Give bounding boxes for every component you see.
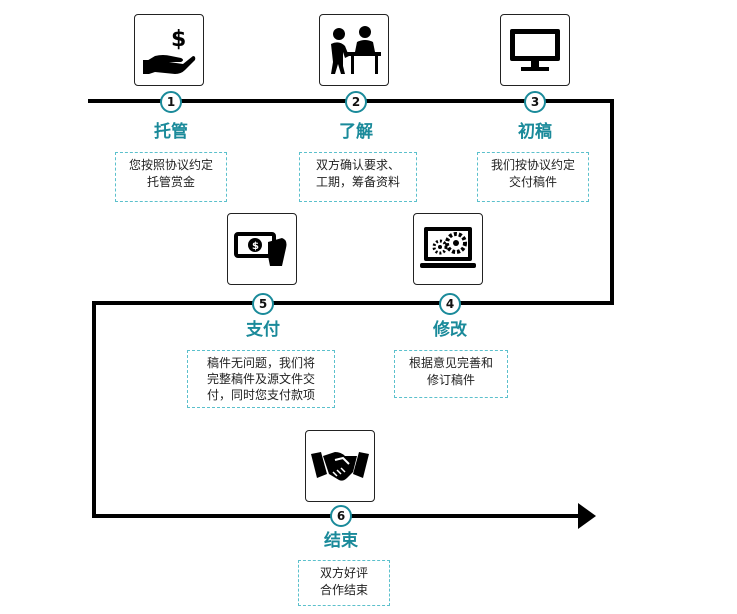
step-4-desc-line: 根据意见完善和 bbox=[408, 356, 493, 370]
step-5-desc-line: 完整稿件及源文件交 bbox=[206, 372, 315, 386]
step-1-icon-box: $ bbox=[134, 14, 204, 86]
step-6-desc-line: 合作结束 bbox=[319, 583, 368, 597]
step-3-desc-line: 交付稿件 bbox=[508, 175, 557, 189]
step-4-badge: 4 bbox=[439, 293, 461, 315]
arrow-head-icon bbox=[578, 503, 596, 529]
monitor-icon bbox=[510, 29, 560, 71]
step-3-description: 我们按协议约定 交付稿件 bbox=[477, 152, 589, 202]
step-1-desc-line: 您按照协议约定 bbox=[128, 158, 213, 172]
step-6-icon-box bbox=[305, 430, 375, 502]
laptop-gears-icon bbox=[420, 227, 476, 268]
step-4-title: 修改 bbox=[433, 320, 467, 340]
meeting-icon bbox=[331, 26, 381, 74]
step-5-title: 支付 bbox=[246, 320, 280, 340]
step-3-badge: 3 bbox=[524, 91, 546, 113]
step-5-icon-box: $ bbox=[227, 213, 297, 285]
step-3-title: 初稿 bbox=[518, 122, 552, 142]
step-6-badge: 6 bbox=[330, 505, 352, 527]
step-2-description: 双方确认要求、 工期，筹备资料 bbox=[299, 152, 417, 202]
step-6-description: 双方好评 合作结束 bbox=[298, 560, 390, 606]
step-4-desc-line: 修订稿件 bbox=[426, 373, 475, 387]
step-1-description: 您按照协议约定 托管赏金 bbox=[115, 152, 227, 202]
payment-card-icon: $ bbox=[234, 232, 287, 266]
step-5-description: 稿件无问题，我们将 完整稿件及源文件交 付，同时您支付款项 bbox=[187, 350, 335, 408]
step-6-title: 结束 bbox=[324, 531, 358, 551]
step-2-badge: 2 bbox=[345, 91, 367, 113]
step-4-description: 根据意见完善和 修订稿件 bbox=[394, 350, 508, 398]
svg-text:$: $ bbox=[252, 241, 259, 252]
step-6-desc-line: 双方好评 bbox=[319, 566, 368, 580]
step-1-title: 托管 bbox=[154, 122, 188, 142]
step-3-icon-box bbox=[500, 14, 570, 86]
svg-text:$: $ bbox=[171, 27, 186, 52]
step-2-title: 了解 bbox=[339, 122, 373, 142]
step-2-desc-line: 双方确认要求、 bbox=[315, 158, 400, 172]
step-1-badge: 1 bbox=[160, 91, 182, 113]
step-3-desc-line: 我们按协议约定 bbox=[490, 158, 575, 172]
step-2-icon-box bbox=[319, 14, 389, 86]
step-5-desc-line: 稿件无问题，我们将 bbox=[206, 356, 315, 370]
money-hand-icon: $ bbox=[143, 27, 196, 74]
step-5-badge: 5 bbox=[252, 293, 274, 315]
step-2-desc-line: 工期，筹备资料 bbox=[315, 175, 400, 189]
step-4-icon-box bbox=[413, 213, 483, 285]
handshake-icon bbox=[311, 452, 369, 481]
step-5-desc-line: 付，同时您支付款项 bbox=[206, 388, 315, 402]
step-1-desc-line: 托管赏金 bbox=[146, 175, 195, 189]
